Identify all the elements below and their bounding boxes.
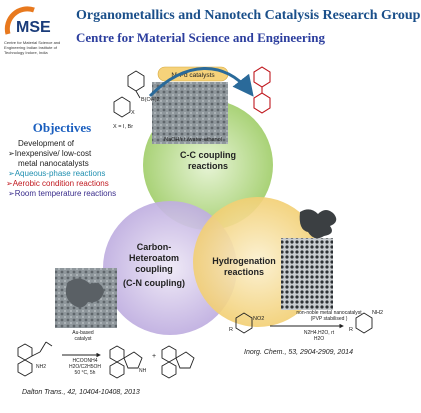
pyrrolidine-nh: NH: [139, 368, 147, 374]
au-nanoparticles: [65, 278, 104, 308]
group-title: Organometallics and Nanotech Catalysis R…: [76, 8, 421, 23]
cn-label-line-3: coupling: [135, 264, 173, 274]
hydrogenation-conditions: N2H4.H2O, rt H2O: [284, 330, 354, 342]
amine-nh2: NH2: [36, 364, 46, 370]
cn-catalyst-line-1: Au-based: [72, 330, 94, 336]
cn-catalyst-line-2: catalyst: [74, 336, 92, 342]
inorg-chem-reference: Inorg. Chem., 53, 2904-2909, 2014: [244, 349, 353, 356]
dalton-trans-reference: Dalton Trans., 42, 10404-10408, 2013: [22, 389, 140, 396]
hydro-label-line-2: reactions: [223, 267, 265, 277]
cn-label-line-4: (C-N coupling): [123, 278, 185, 288]
cn-catalyst-text: Au-based catalyst: [60, 330, 106, 342]
objectives-intro: Development of: [18, 139, 75, 148]
cn-conditions: HCOONH4 H2O/C2H5OH 50 °C, 5h: [62, 358, 108, 376]
objective-nanocatalysts: metal nanocatalysts: [18, 159, 89, 168]
pyrrolidine-structure: [109, 345, 143, 379]
homoallylamine-structure: [17, 341, 53, 377]
boronic-reagent: B(OH)2: [141, 97, 160, 103]
hydrogenation-tem-image: [281, 238, 333, 310]
hydro-reagent-1: N2H4.H2O, rt: [303, 330, 335, 336]
cn-cond-1: HCOONH4: [72, 358, 98, 364]
objective-low-cost: ➢Inexpensive/ low-cost: [8, 149, 92, 158]
nitro-group: NO2: [253, 316, 264, 322]
cn-cond-3: 50 °C, 5h: [74, 370, 96, 376]
mse-logo: MSE Centre for Material Science and Engi…: [4, 4, 72, 55]
amine-group: NH2: [372, 310, 383, 316]
x-group: X: [131, 110, 135, 116]
cn-coupling-label: Carbon- Heteroatom coupling (C-N couplin…: [118, 242, 190, 289]
r-substituent: R: [229, 327, 233, 333]
aniline-structure: [355, 312, 373, 334]
nitroarene-structure: [235, 312, 253, 334]
cn-cond-2: H2O/C2H5OH: [69, 364, 101, 370]
hydro-label-line-1: Hydrogenation: [212, 256, 276, 266]
cc-conditions: NaOH/r.t./water-ethanol: [164, 137, 222, 143]
mse-logo-mark: MSE: [4, 6, 51, 36]
cc-coupling-label: C-C coupling reactions: [168, 150, 248, 172]
halide-note: X = I, Br: [113, 124, 133, 130]
cc-tem-image: [152, 82, 228, 144]
hydro-catalyst-line-2: (PVP stabilised ): [310, 316, 348, 322]
cc-label-line-2: reactions: [187, 161, 229, 171]
hydrogenation-label: Hydrogenation reactions: [206, 256, 282, 278]
logo-caption: Centre for Material Science and Engineer…: [4, 40, 61, 55]
objective-aerobic: ➢Aerobic condition reactions: [6, 179, 109, 188]
reaction-arrow: [148, 67, 254, 98]
arylboronic-structure: [113, 70, 145, 118]
hydro-reagent-2: H2O: [313, 336, 325, 342]
hydro-catalyst-line-1: non-noble metal nanocatalyst: [296, 310, 362, 316]
cn-label-line-2: Heteroatom: [128, 253, 179, 263]
objectives-panel: Objectives Development of ➢Inexpensive/ …: [4, 120, 122, 199]
objectives-title: Objectives: [32, 120, 92, 135]
objective-room-temp: ➢Room temperature reactions: [8, 189, 117, 198]
r-substituent-product: R: [349, 327, 353, 333]
plus-sign: +: [152, 353, 156, 360]
cc-label-line-1: C-C coupling: [180, 150, 236, 160]
biphenyl-structure: [253, 66, 271, 114]
nanoparticle-cluster: [299, 209, 337, 239]
catalyst-label: Ni-Pd catalysts: [171, 72, 215, 79]
objective-aqueous: ➢Aqueous-phase reactions: [8, 169, 106, 178]
logo-text: MSE: [16, 19, 51, 36]
centre-title: Centre for Material Science and Engineer…: [76, 30, 326, 45]
hydrogenation-catalyst-text: non-noble metal nanocatalyst (PVP stabil…: [284, 310, 374, 322]
cn-label-line-1: Carbon-: [136, 242, 172, 252]
header: MSE Centre for Material Science and Engi…: [0, 0, 421, 60]
pyrroline-structure: [161, 345, 195, 379]
